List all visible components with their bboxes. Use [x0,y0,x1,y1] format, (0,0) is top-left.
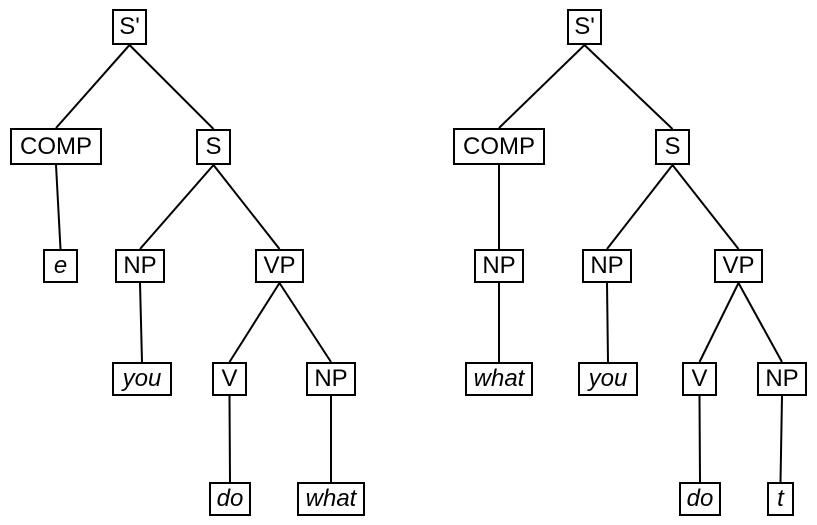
tree-node-label: t [777,485,784,512]
tree-node-r-what[interactable]: what [465,362,533,396]
tree-node-label: S [664,133,681,160]
tree-edge-l-sbar-to-l-comp [55,44,131,129]
tree-node-l-comp[interactable]: COMP [10,128,102,165]
tree-node-r-sbar[interactable]: S' [567,9,602,45]
tree-node-label: do [686,485,714,512]
tree-edge-r-vp-to-r-v [698,282,740,363]
tree-node-l-e[interactable]: e [43,249,78,283]
tree-node-r-comp[interactable]: COMP [453,128,545,165]
tree-node-l-np1[interactable]: NP [115,249,165,283]
tree-node-label: NP [123,252,157,279]
tree-node-r-np1[interactable]: NP [582,249,632,283]
tree-node-l-vp[interactable]: VP [255,249,304,283]
tree-node-r-you[interactable]: you [578,362,638,396]
tree-node-r-np2[interactable]: NP [757,362,807,396]
tree-edge-r-v-to-r-do [698,395,701,483]
tree-node-label: do [216,485,244,512]
tree-edge-r-s-to-r-np1 [606,164,674,250]
tree-node-l-np2[interactable]: NP [306,362,356,396]
tree-node-r-vp[interactable]: VP [714,249,763,283]
tree-node-r-s[interactable]: S [655,129,690,165]
tree-node-label: e [53,252,68,279]
tree-node-label: S' [119,13,140,40]
tree-node-l-you[interactable]: you [112,362,172,396]
tree-edge-l-comp-to-l-e [55,164,62,250]
tree-node-label: S [205,133,222,160]
tree-node-label: S' [574,13,595,40]
tree-node-l-what[interactable]: what [297,482,365,516]
tree-node-r-do[interactable]: do [679,482,721,516]
tree-node-l-sbar[interactable]: S' [112,9,147,45]
tree-node-label: what [473,365,525,392]
tree-edge-l-np1-to-l-you [139,282,143,363]
tree-edge-l-sbar-to-l-s [128,44,215,130]
tree-node-label: VP [722,252,755,279]
tree-node-label: NP [482,252,516,279]
tree-node-label: COMP [20,132,92,160]
tree-node-label: NP [314,365,348,392]
tree-edge-r-np1-to-r-you [606,282,609,363]
tree-edge-l-s-to-l-vp [212,164,281,250]
tree-edge-l-s-to-l-np1 [139,164,215,250]
tree-edge-r-np2-to-r-t [779,395,783,483]
tree-edge-l-vp-to-l-np2 [278,282,332,363]
tree-node-l-s[interactable]: S [196,129,231,165]
tree-node-r-t[interactable]: t [767,482,794,516]
tree-node-label: you [122,365,162,392]
tree-node-label: what [305,485,357,512]
tree-edge-r-sbar-to-r-s [583,44,674,130]
tree-node-l-v[interactable]: V [212,362,247,396]
tree-node-label: V [691,365,708,392]
tree-edge-r-sbar-to-r-comp [498,44,586,129]
tree-node-l-do[interactable]: do [209,482,251,516]
tree-node-label: NP [765,365,799,392]
tree-node-label: V [221,365,238,392]
tree-node-label: you [588,365,628,392]
tree-edge-r-vp-to-r-np2 [737,282,783,363]
tree-edge-l-v-to-l-do [228,395,231,483]
tree-node-label: NP [590,252,624,279]
tree-node-label: VP [263,252,296,279]
tree-edge-l-vp-to-l-v [228,282,281,363]
tree-edge-r-s-to-r-vp [671,164,740,250]
tree-node-r-np0[interactable]: NP [474,249,524,283]
tree-node-label: COMP [463,132,535,160]
tree-node-r-v[interactable]: V [682,362,717,396]
